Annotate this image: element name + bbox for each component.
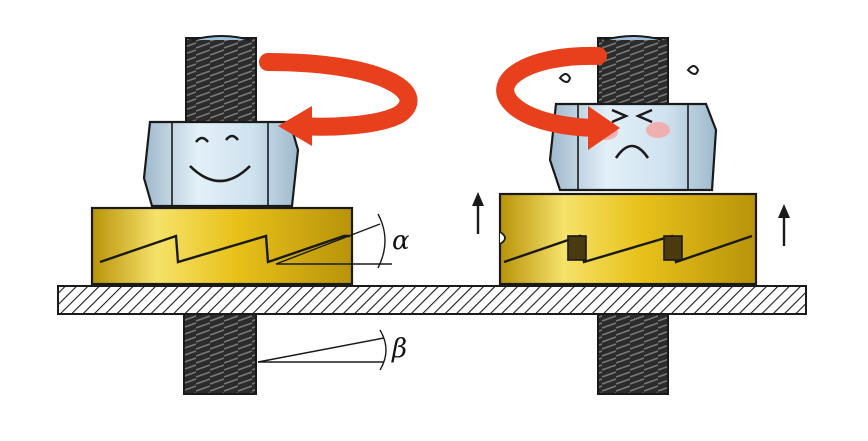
- beta-angle-mark: [257, 329, 387, 371]
- left-bolt-shank: [183, 35, 257, 395]
- left-nut: [142, 120, 300, 208]
- beta-label: β: [392, 334, 408, 364]
- sweat-drop-icon: [558, 65, 700, 83]
- base-plate: [57, 285, 807, 315]
- right-rotation-arrow: [496, 46, 620, 150]
- right-washer: [498, 192, 758, 286]
- lift-arrow-right-icon: [778, 204, 790, 246]
- alpha-label: α: [392, 226, 410, 256]
- lift-arrow-left-icon: [472, 192, 484, 234]
- alpha-angle-mark: [275, 213, 392, 269]
- happy-face-icon: [189, 134, 251, 183]
- left-washer: [90, 206, 354, 286]
- right-nut: [548, 102, 718, 192]
- left-rotation-arrow: [259, 53, 418, 146]
